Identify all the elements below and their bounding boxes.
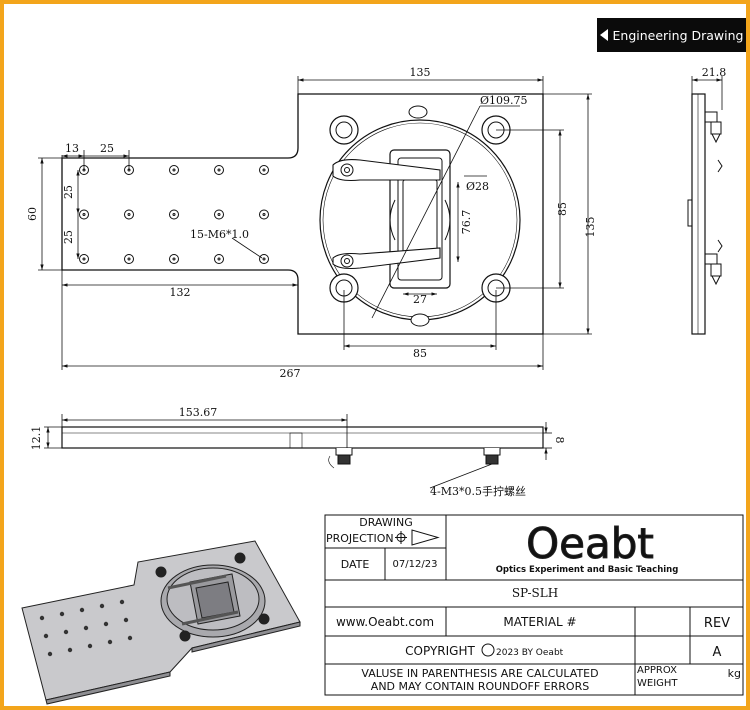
threaded-hole: [79, 209, 89, 220]
rev-label: REV: [704, 616, 730, 631]
company-logo: Oeabt: [526, 519, 654, 568]
weight-label-1: APPROX: [637, 665, 677, 676]
threaded-hole: [169, 165, 179, 175]
part-number: SP-SLH: [512, 586, 558, 600]
note-line-2: AND MAY CONTAIN ROUNDOFF ERRORS: [371, 680, 589, 693]
dim-overall-length: 267: [280, 367, 301, 380]
dim-post-pitch-x: 85: [413, 347, 427, 360]
threaded-hole: [79, 254, 89, 264]
dim-bore-dia: Ø109.75: [480, 94, 528, 107]
threaded-hole: [169, 209, 179, 220]
weight-label-2: WEIGHT: [637, 678, 678, 689]
iso-posts: [155, 552, 270, 642]
slide-clamp: [332, 149, 451, 289]
drawing-type-label: Engineering Drawing: [612, 27, 744, 43]
dim-hole-offset: 13: [65, 142, 79, 155]
company-tagline: Optics Experiment and Basic Teaching: [496, 565, 679, 575]
front-view: [44, 414, 552, 489]
left-triangle-icon: [599, 29, 608, 41]
iso-holes: [39, 599, 133, 657]
note-line-1: VALUSE IN PARENTHESIS ARE CALCULATED: [361, 667, 598, 680]
dim-hole-pitch-x: 25: [100, 142, 114, 155]
threaded-hole: [259, 209, 269, 220]
rev-value: A: [713, 645, 722, 660]
projection-label: PROJECTION: [326, 532, 394, 545]
side-view: [687, 76, 723, 335]
dim-slot-width: 27: [413, 293, 427, 306]
dim-plate-width: 135: [410, 66, 431, 79]
threaded-hole: [214, 209, 224, 220]
date-value: 07/12/23: [393, 559, 438, 570]
threaded-hole: [214, 165, 224, 175]
dim-arm-length: 132: [170, 286, 191, 299]
front-step-dim: 8: [553, 437, 566, 444]
screw-note: 4-M3*0.5手拧螺丝: [430, 484, 526, 498]
front-length-dim: 153.67: [179, 406, 218, 419]
drawing-label: DRAWING: [359, 516, 412, 529]
threaded-hole: [169, 254, 179, 264]
top-view-dimensions: [38, 76, 592, 370]
side-thickness-dim: 21.8: [702, 66, 727, 79]
dim-post-pitch-y: 85: [556, 202, 569, 216]
dim-plate-height: 135: [584, 217, 597, 238]
company-website: www.Oeabt.com: [336, 615, 434, 629]
threaded-hole: [124, 254, 134, 264]
dim-hole-pitch-y1: 25: [62, 185, 75, 199]
front-thickness-dim: 12.1: [30, 426, 43, 451]
threaded-hole: [124, 209, 134, 220]
copyright-label: COPYRIGHT: [405, 644, 475, 658]
drawing-type-tag: Engineering Drawing: [597, 18, 746, 52]
threaded-hole: [259, 254, 269, 264]
material-label: MATERIAL #: [503, 615, 576, 629]
copyright-year: 2023 BY Oeabt: [496, 648, 564, 658]
dim-bore-inner-dia: Ø28: [466, 180, 489, 193]
title-block: [324, 514, 744, 696]
hole-note: 15-M6*1.0: [190, 228, 249, 241]
dim-arm-height: 60: [26, 207, 39, 221]
top-view: [61, 93, 544, 335]
date-label: DATE: [341, 558, 370, 571]
threaded-hole: [259, 165, 269, 175]
dim-hole-pitch-y2: 25: [62, 230, 75, 244]
threaded-hole: [214, 254, 224, 264]
plate-outline: [61, 93, 544, 335]
top-view-labels: 135 267 132 60 13 25 25 25 15-M6*1.0 Ø10…: [26, 66, 597, 380]
title-block-text: DRAWING PROJECTION DATE 07/12/23 Oeabt O…: [326, 516, 741, 693]
isometric-view: [21, 540, 301, 705]
dim-slot-height: 76.7: [460, 210, 473, 235]
hole-grid: [79, 165, 269, 264]
weight-unit: kg: [728, 667, 741, 680]
